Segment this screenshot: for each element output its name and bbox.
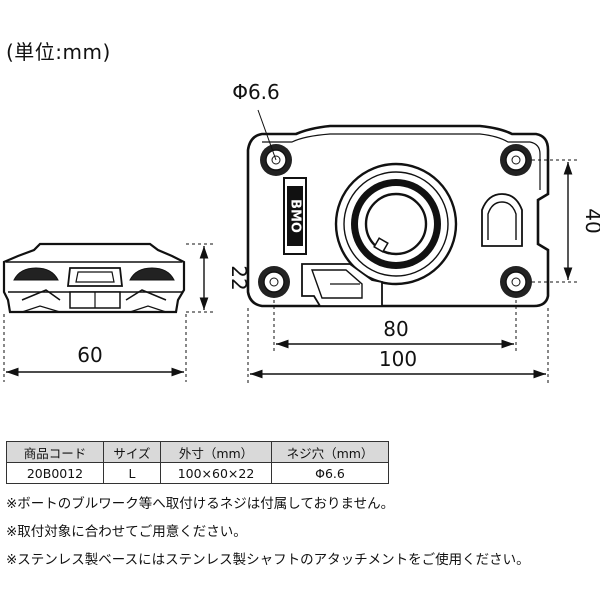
mounting-hole-bl xyxy=(258,266,290,298)
note-3: ※ステンレス製ベースにはステンレス製シャフトのアタッチメントをご使用ください。 xyxy=(6,552,530,568)
dim-hole-span: 80 xyxy=(383,317,408,341)
side-dimensions xyxy=(3,243,214,382)
mounting-hole-tr xyxy=(500,144,532,176)
dim-total-width: 100 xyxy=(379,347,417,371)
header-screw-hole: ネジ穴（mm） xyxy=(271,441,389,463)
header-product-code: 商品コード xyxy=(6,441,104,463)
cell-product-code: 20B0012 xyxy=(6,462,104,484)
dim-hole-pitch: 40 xyxy=(581,208,600,233)
header-dimensions: 外寸（mm） xyxy=(160,441,272,463)
top-view: BMO xyxy=(246,109,550,308)
technical-drawing: 60 22 BMO xyxy=(2,80,600,384)
header-size: サイズ xyxy=(103,441,161,463)
table-row: 20B0012 L 100×60×22 Φ6.6 xyxy=(6,462,389,484)
dim-hole-diameter: Φ6.6 xyxy=(232,80,280,104)
cell-screw-hole: Φ6.6 xyxy=(271,462,389,484)
mounting-hole-br xyxy=(500,266,532,298)
unit-label: (単位:mm) xyxy=(6,40,111,64)
side-view xyxy=(2,242,186,314)
top-dimensions xyxy=(247,159,578,384)
spec-header-row: 商品コード サイズ 外寸（mm） ネジ穴（mm） xyxy=(6,441,389,463)
cell-dimensions: 100×60×22 xyxy=(160,462,272,484)
dim-side-width: 60 xyxy=(77,343,102,367)
spec-table: 商品コード サイズ 外寸（mm） ネジ穴（mm） 20B0012 L 100×6… xyxy=(6,441,389,484)
brand-logo: BMO xyxy=(288,199,303,233)
cell-size: L xyxy=(103,462,161,484)
note-2: ※取付対象に合わせてご用意ください。 xyxy=(6,524,247,540)
note-1: ※ボートのブルワーク等へ取付けるネジは付属しておりません。 xyxy=(6,496,395,512)
